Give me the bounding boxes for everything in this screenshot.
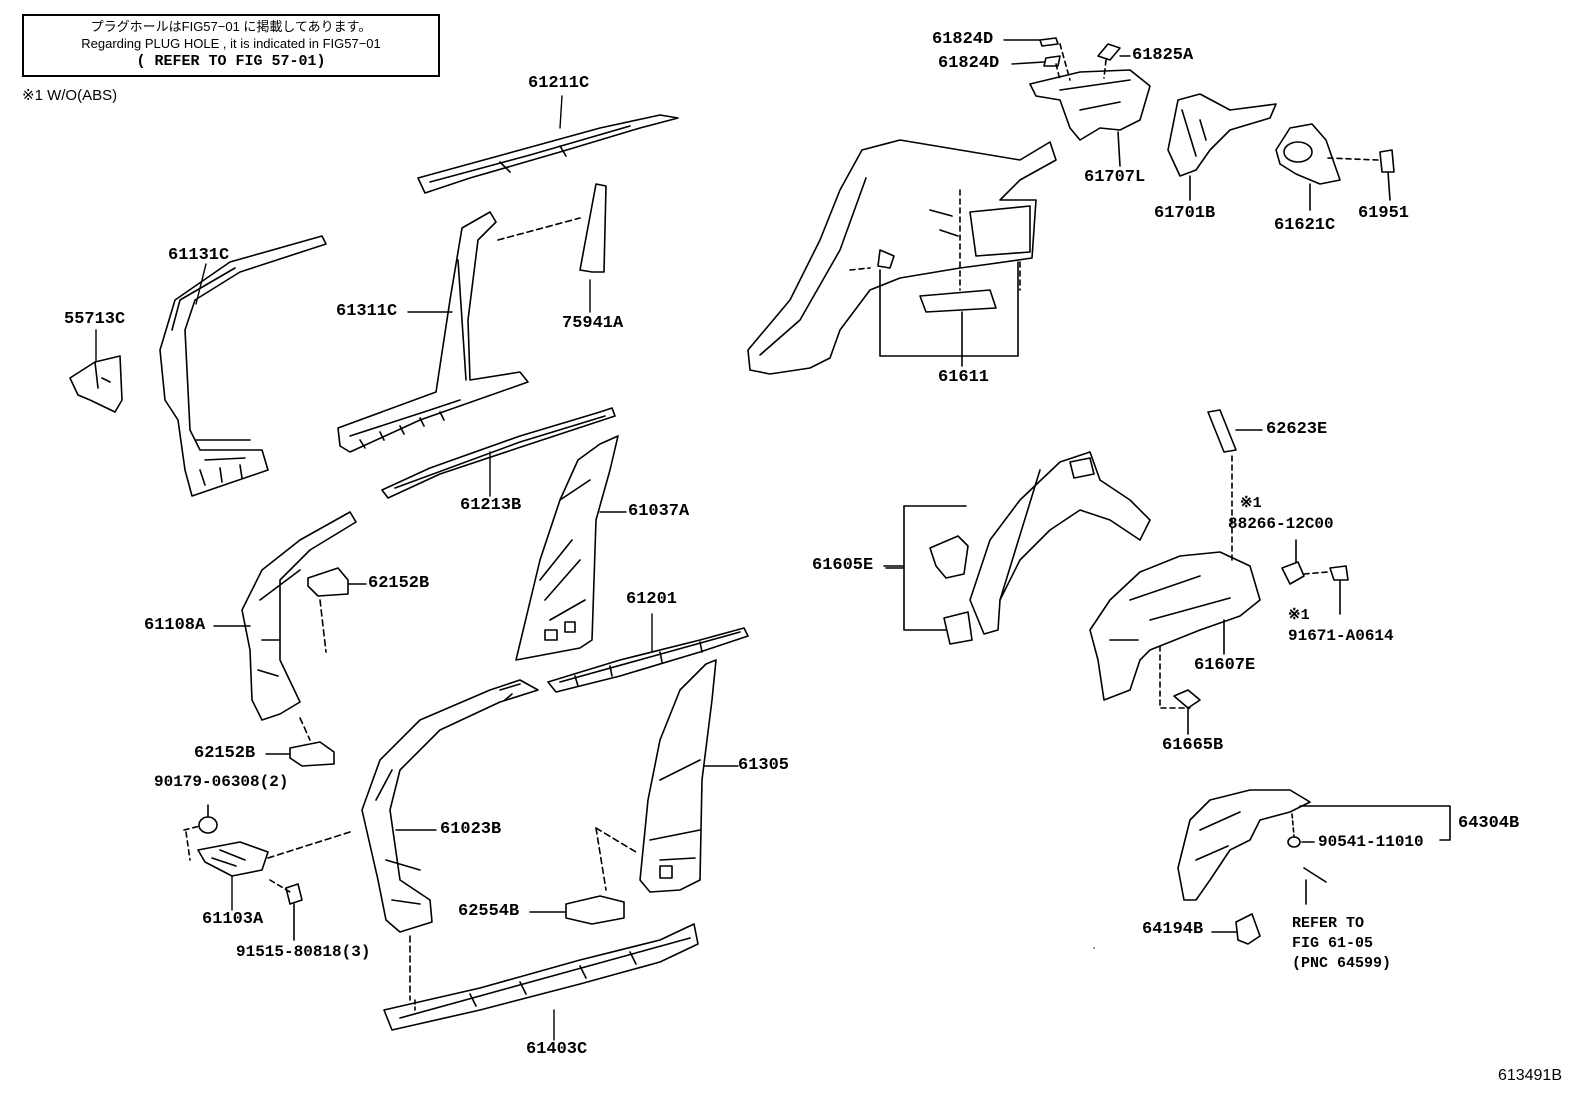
label-61311C[interactable]: 61311C bbox=[336, 302, 398, 321]
label-61951[interactable]: 61951 bbox=[1358, 204, 1410, 223]
label-91515-80818[interactable]: 91515-80818(3) bbox=[236, 943, 371, 961]
part-61611-drawing bbox=[747, 139, 1057, 375]
notice-refer: ( REFER TO FIG 57-01) bbox=[136, 53, 326, 70]
label-61824D-upper[interactable]: 61824D bbox=[932, 30, 994, 49]
part-61311C-drawing bbox=[337, 211, 581, 453]
notice-line-english: Regarding PLUG HOLE , it is indicated in… bbox=[81, 36, 381, 51]
label-61201[interactable]: 61201 bbox=[626, 590, 678, 609]
label-75941A[interactable]: 75941A bbox=[562, 314, 624, 333]
label-61607E[interactable]: 61607E bbox=[1194, 656, 1256, 675]
label-62152B-upper[interactable]: 62152B bbox=[368, 574, 430, 593]
part-62623E-drawing bbox=[1207, 409, 1263, 561]
part-61607E-drawing bbox=[1089, 551, 1261, 709]
label-61707L[interactable]: 61707L bbox=[1084, 168, 1146, 187]
part-61108A-drawing bbox=[241, 511, 357, 741]
label-90541-11010[interactable]: 90541-11010 bbox=[1318, 833, 1424, 851]
label-88266-12C00[interactable]: 88266-12C00 bbox=[1228, 515, 1334, 533]
part-61305-drawing bbox=[639, 659, 717, 893]
label-90179-06308[interactable]: 90179-06308(2) bbox=[154, 773, 289, 791]
label-61305[interactable]: 61305 bbox=[738, 756, 790, 775]
label-61403C[interactable]: 61403C bbox=[526, 1040, 588, 1059]
part-62152B-a-drawing bbox=[307, 567, 349, 653]
label-64304B[interactable]: 64304B bbox=[1458, 814, 1520, 833]
part-91671-drawing bbox=[1329, 565, 1349, 615]
label-91671-note: ※1 bbox=[1288, 607, 1310, 624]
label-55713C[interactable]: 55713C bbox=[64, 310, 126, 329]
label-61621C[interactable]: 61621C bbox=[1274, 216, 1336, 235]
part-64304B-drawing bbox=[1177, 789, 1451, 905]
part-61211C-drawing bbox=[417, 114, 679, 194]
part-61824D-drawing bbox=[1039, 37, 1071, 81]
part-61213B-drawing bbox=[381, 407, 616, 499]
label-61103A[interactable]: 61103A bbox=[202, 910, 264, 929]
label-62152B-lower[interactable]: 62152B bbox=[194, 744, 256, 763]
label-61037A[interactable]: 61037A bbox=[628, 502, 690, 521]
part-61605E-drawing bbox=[883, 451, 1151, 645]
part-61951-drawing bbox=[1379, 149, 1395, 201]
label-62623E[interactable]: 62623E bbox=[1266, 420, 1328, 439]
part-61707L-drawing bbox=[1029, 69, 1151, 167]
refer-line-1: REFER TO bbox=[1292, 915, 1365, 932]
part-62554B-drawing bbox=[565, 827, 637, 925]
label-91671-A0614[interactable]: 91671-A0614 bbox=[1288, 627, 1394, 645]
part-61403C-drawing bbox=[383, 923, 699, 1031]
part-61023B-drawing bbox=[361, 679, 539, 1001]
part-61103A-drawing bbox=[197, 831, 351, 893]
part-62152B-b-drawing bbox=[289, 741, 335, 767]
label-61023B[interactable]: 61023B bbox=[440, 820, 502, 839]
label-61611[interactable]: 61611 bbox=[938, 368, 990, 387]
part-75941A-drawing bbox=[579, 183, 607, 273]
label-62554B[interactable]: 62554B bbox=[458, 902, 520, 921]
part-61701B-drawing bbox=[1167, 93, 1277, 201]
refer-line-2[interactable]: FIG 61-05 bbox=[1292, 935, 1374, 952]
part-61201-drawing bbox=[547, 627, 749, 693]
part-88266-drawing bbox=[1281, 539, 1329, 585]
label-61665B[interactable]: 61665B bbox=[1162, 736, 1224, 755]
part-61037A-drawing bbox=[515, 435, 619, 661]
label-61211C[interactable]: 61211C bbox=[528, 74, 590, 93]
label-61131C[interactable]: 61131C bbox=[168, 246, 230, 265]
part-91515-drawing bbox=[285, 883, 303, 941]
leader-lines bbox=[95, 39, 1131, 1041]
label-61701B[interactable]: 61701B bbox=[1154, 204, 1216, 223]
figure-id: 613491B bbox=[1497, 1067, 1562, 1084]
label-88266-note: ※1 bbox=[1240, 495, 1262, 512]
part-61665B-drawing bbox=[1173, 689, 1201, 735]
part-61825A-drawing bbox=[1097, 43, 1121, 79]
label-61108A[interactable]: 61108A bbox=[144, 616, 206, 635]
part-61131C-drawing bbox=[159, 235, 327, 497]
label-64194B[interactable]: 64194B bbox=[1142, 920, 1204, 939]
label-61213B[interactable]: 61213B bbox=[460, 496, 522, 515]
notice-line-japanese: プラグホールはFIG57−01 に掲載してあります。 bbox=[90, 19, 372, 34]
label-61825A[interactable]: 61825A bbox=[1132, 46, 1194, 65]
refer-line-3: (PNC 64599) bbox=[1292, 955, 1392, 972]
part-64194B-drawing bbox=[1211, 913, 1261, 945]
footnote: ※1 W/O(ABS) bbox=[22, 87, 118, 104]
label-61605E[interactable]: 61605E bbox=[812, 556, 874, 575]
notice-box: プラグホールはFIG57−01 に掲載してあります。 Regarding PLU… bbox=[22, 14, 440, 77]
part-55713C-drawing bbox=[69, 355, 123, 413]
label-61824D-lower[interactable]: 61824D bbox=[938, 54, 1000, 73]
part-61621C-drawing bbox=[1275, 123, 1379, 211]
part-90179-drawing bbox=[183, 804, 218, 861]
